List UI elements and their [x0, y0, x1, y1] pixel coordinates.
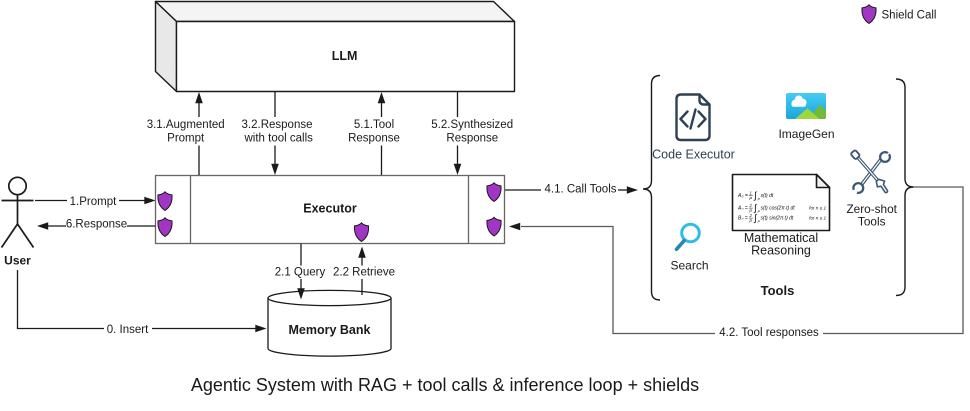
svg-text:6.Response: 6.Response: [66, 219, 127, 231]
svg-text:5.1.Tool: 5.1.Tool: [354, 119, 394, 131]
svg-text:LLM: LLM: [332, 49, 358, 63]
svg-text:Code Executor: Code Executor: [652, 148, 735, 162]
svg-text:Shield Call: Shield Call: [882, 10, 937, 22]
svg-text:P: P: [749, 209, 752, 214]
svg-text:Response: Response: [348, 133, 400, 145]
svg-text:1: 1: [750, 191, 752, 196]
svg-text:A₀ =: A₀ =: [737, 193, 748, 199]
svg-text:2: 2: [749, 203, 753, 208]
svg-text:s(t) cos(2π∙t) dt: s(t) cos(2π∙t) dt: [761, 206, 796, 212]
svg-text:for n ≥ 1: for n ≥ 1: [809, 216, 826, 221]
svg-text:4.2. Tool responses: 4.2. Tool responses: [719, 327, 819, 339]
svg-text:3.2.Response: 3.2.Response: [242, 119, 313, 131]
svg-text:0. Insert: 0. Insert: [107, 324, 149, 336]
svg-text:for n ≥ 1: for n ≥ 1: [809, 206, 826, 211]
svg-text:Prompt: Prompt: [167, 133, 205, 145]
svg-text:with tool calls: with tool calls: [244, 133, 314, 145]
svg-text:∫: ∫: [753, 203, 758, 214]
svg-text:2.2 Retrieve: 2.2 Retrieve: [333, 267, 395, 279]
svg-text:5.2.Synthesized: 5.2.Synthesized: [431, 119, 513, 131]
svg-text:Response: Response: [446, 133, 498, 145]
svg-text:3.1.Augmented: 3.1.Augmented: [147, 119, 225, 131]
svg-text:P: P: [758, 198, 761, 202]
svg-text:Aₙ =: Aₙ =: [737, 206, 748, 212]
svg-text:Zero-shot: Zero-shot: [846, 202, 897, 216]
svg-text:P: P: [749, 219, 752, 224]
svg-text:Reasoning: Reasoning: [751, 244, 811, 258]
svg-text:4.1. Call Tools: 4.1. Call Tools: [544, 184, 616, 196]
svg-text:Bₙ =: Bₙ =: [738, 216, 748, 222]
svg-text:∫: ∫: [753, 213, 758, 224]
svg-text:2: 2: [749, 213, 753, 218]
svg-text:Agentic System with RAG + tool: Agentic System with RAG + tool calls & i…: [191, 375, 699, 395]
svg-text:P: P: [749, 196, 752, 201]
svg-text:P: P: [758, 220, 761, 224]
svg-text:s(t) sin(2π∙t) dt: s(t) sin(2π∙t) dt: [761, 216, 794, 222]
svg-text:Mathematical: Mathematical: [744, 231, 818, 245]
svg-text:Executor: Executor: [303, 202, 357, 216]
svg-text:Memory Bank: Memory Bank: [289, 323, 371, 337]
svg-text:Search: Search: [670, 259, 708, 273]
svg-text:∫: ∫: [753, 191, 758, 202]
svg-text:ImageGen: ImageGen: [778, 127, 834, 141]
svg-text:s(t) dt: s(t) dt: [761, 193, 774, 199]
svg-text:P: P: [758, 210, 761, 214]
svg-text:Tools: Tools: [761, 283, 795, 298]
svg-text:1.Prompt: 1.Prompt: [70, 196, 117, 208]
svg-text:User: User: [4, 254, 31, 268]
svg-text:Tools: Tools: [858, 215, 886, 229]
svg-text:2.1 Query: 2.1 Query: [275, 267, 326, 279]
